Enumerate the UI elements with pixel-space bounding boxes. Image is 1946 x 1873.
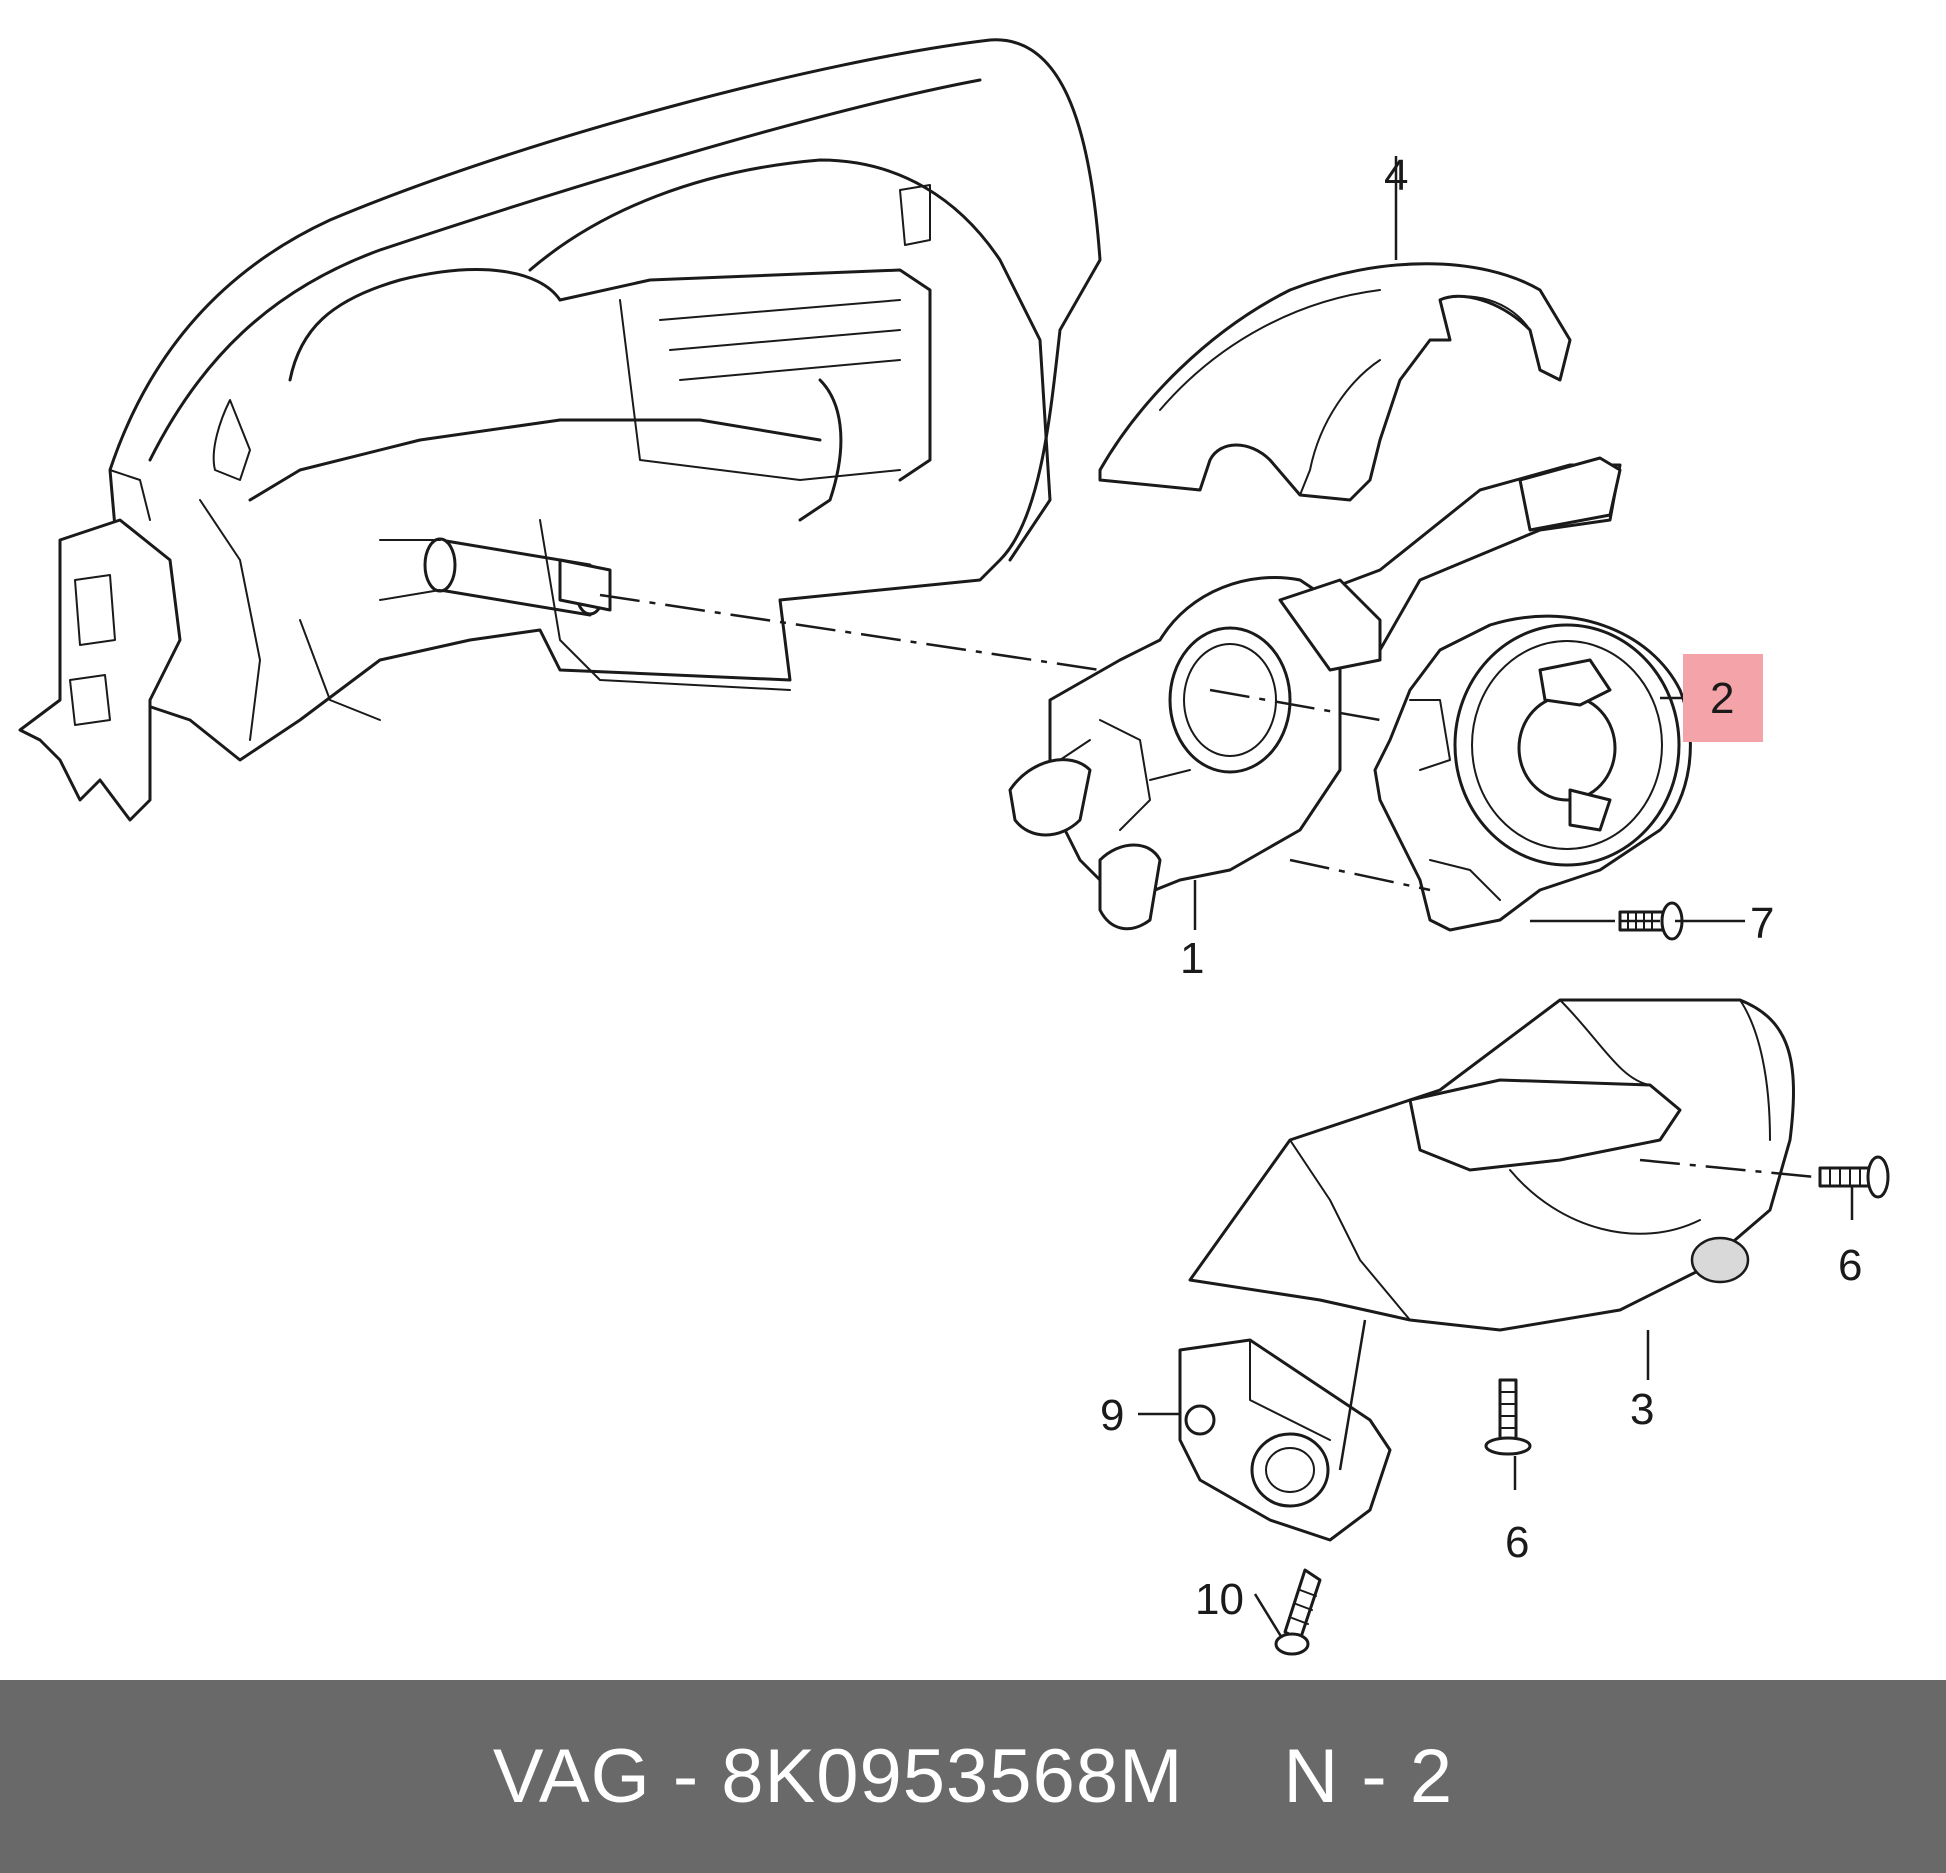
part-4-upper-trim xyxy=(1098,262,1572,502)
callout-10: 10 xyxy=(1195,1575,1244,1624)
part-9-switch-module xyxy=(1178,1338,1392,1542)
callout-2: 2 xyxy=(1710,674,1734,723)
part-3-lower-trim xyxy=(1188,998,1795,1332)
callout-9: 9 xyxy=(1100,1391,1124,1440)
callout-6-right: 6 xyxy=(1838,1241,1862,1290)
part-number-label: VAG - 8K0953568M xyxy=(492,1734,1184,1819)
part-1-combination-switch xyxy=(1008,456,1622,931)
assembly-lines xyxy=(599,593,1816,1179)
screw-6-right xyxy=(1818,1155,1890,1199)
exploded-parts-diagram: 4 1 2 7 6 3 6 9 10 xyxy=(18,38,1890,1656)
callout-7: 7 xyxy=(1750,899,1774,948)
screw-6-bottom xyxy=(1484,1378,1532,1456)
callout-4: 4 xyxy=(1384,151,1408,200)
callout-3: 3 xyxy=(1630,1385,1654,1434)
position-label: N - 2 xyxy=(1283,1734,1454,1819)
part-number-footer: VAG - 8K0953568M N - 2 xyxy=(0,1680,1946,1873)
leader-lines xyxy=(1138,156,1854,1639)
callout-6-bottom: 6 xyxy=(1505,1518,1529,1567)
callout-1: 1 xyxy=(1180,934,1204,983)
dashboard-carrier xyxy=(18,38,1102,822)
diagram-canvas: 4 1 2 7 6 3 6 9 10 xyxy=(18,38,1890,1656)
callout-2-highlight xyxy=(1683,654,1763,742)
part-2-slip-ring xyxy=(1373,614,1692,932)
screw-10 xyxy=(1274,1568,1322,1656)
